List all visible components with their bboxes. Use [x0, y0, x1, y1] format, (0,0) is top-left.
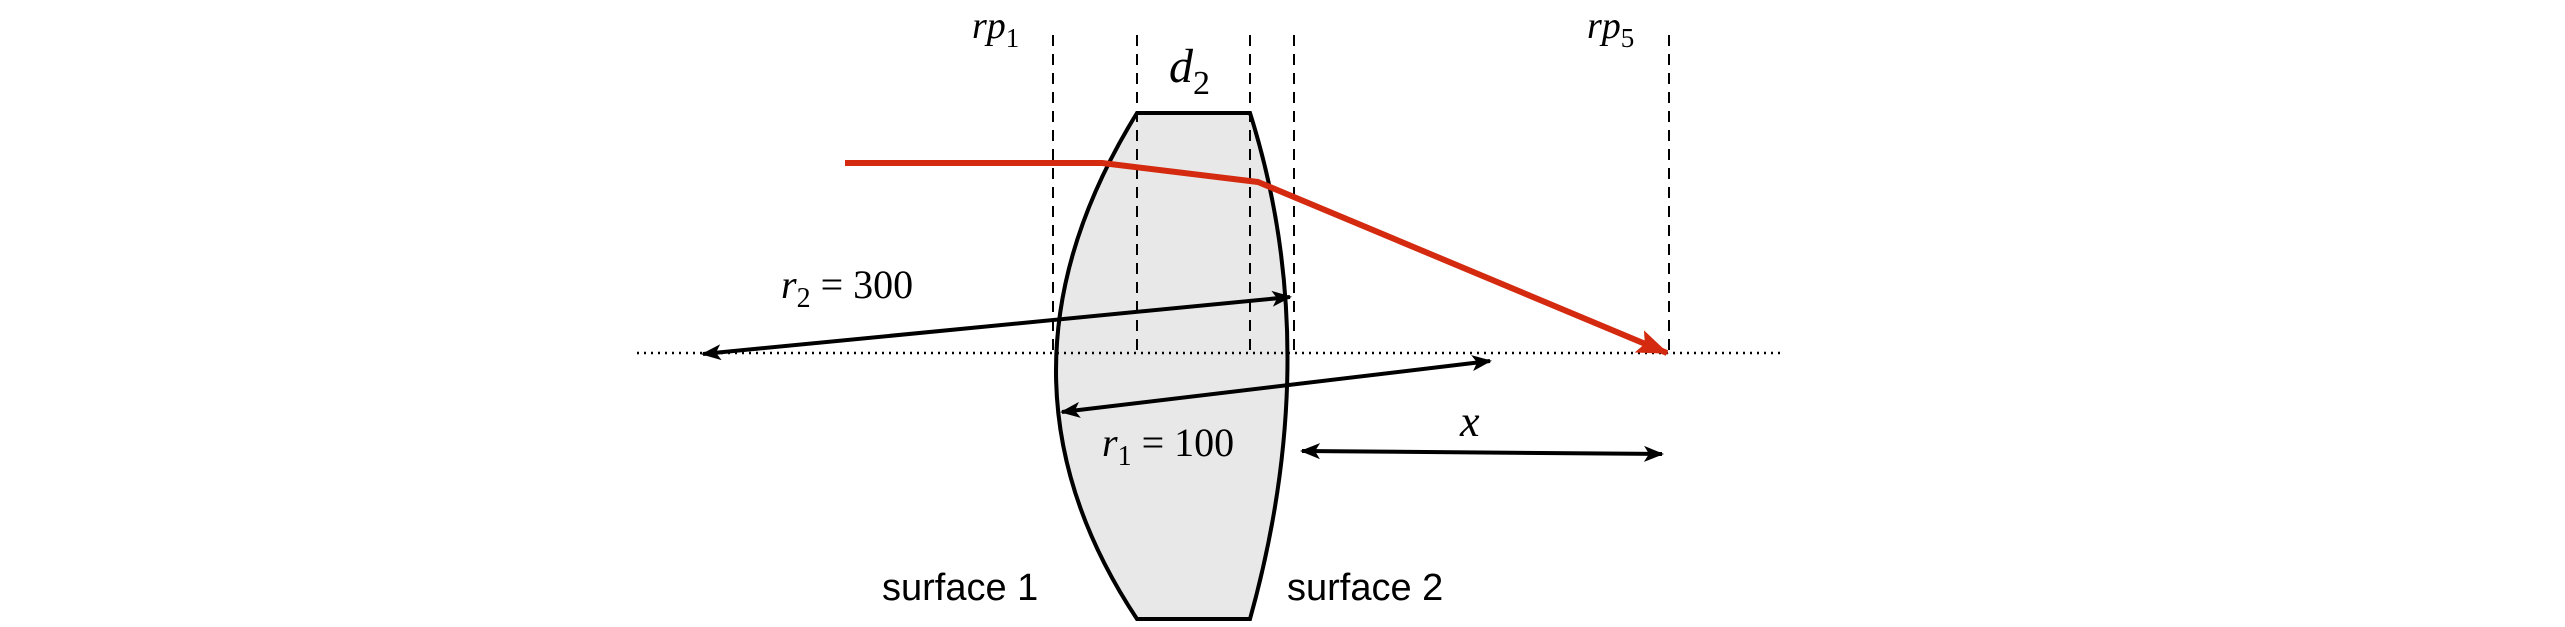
lens-body: [1054, 111, 1290, 621]
label-x: x: [1459, 397, 1480, 446]
light-ray: [845, 160, 1669, 356]
label-r2-sub: 2: [797, 283, 811, 314]
label-rp5-base: rp: [1587, 5, 1621, 47]
label-rp1-sub: 1: [1006, 23, 1020, 53]
label-r2-base: r: [781, 262, 797, 307]
label-surface-1: surface 1: [882, 567, 1038, 609]
label-rp5: rp5: [1587, 5, 1634, 53]
label-r2: r2 = 300: [781, 262, 913, 314]
label-rp1-base: rp: [972, 5, 1006, 47]
distance-x-arrow: [1300, 443, 1664, 462]
radius-r1-arrow: [1060, 355, 1492, 418]
label-rp1: rp1: [972, 5, 1019, 53]
label-d2: d2: [1169, 40, 1210, 102]
label-r2-value: = 300: [811, 262, 914, 307]
label-rp5-sub: 5: [1621, 23, 1635, 53]
radius-r2-arrow: [701, 290, 1292, 361]
label-d2-sub: 2: [1193, 65, 1210, 102]
label-r1-sub: 1: [1118, 441, 1132, 472]
label-d2-base: d: [1169, 40, 1194, 93]
label-r1: r1 = 100: [1102, 420, 1234, 472]
label-r1-value: = 100: [1132, 420, 1235, 465]
label-r1-base: r: [1102, 420, 1118, 465]
label-surface-2: surface 2: [1287, 567, 1443, 609]
